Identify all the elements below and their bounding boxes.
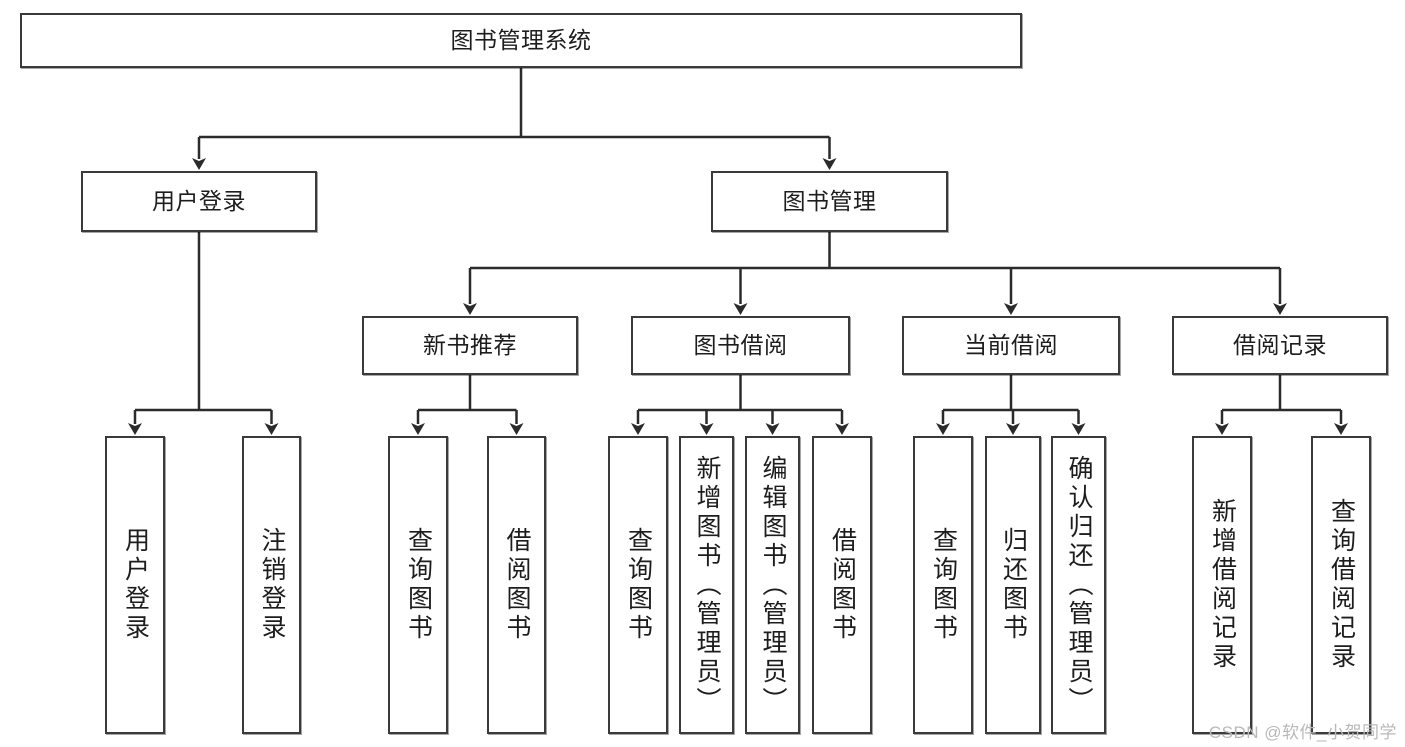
node-book-borrow[interactable]: 图书借阅 <box>631 316 850 375</box>
leaf-query-borrow-record[interactable]: 查询借阅记录 <box>1311 436 1371 734</box>
connector-lines <box>128 68 1348 435</box>
leaf-add-borrow-record[interactable]: 新增借阅记录 <box>1192 436 1252 734</box>
node-user-login[interactable]: 用户登录 <box>81 171 317 232</box>
leaf-add-book-label: 新增图书（管理员） <box>693 454 721 716</box>
leaf-edit-book[interactable]: 编辑图书（管理员） <box>745 436 800 734</box>
leaf-borrow-book-1[interactable]: 借阅图书 <box>487 436 546 734</box>
leaf-query-book-2-label: 查询图书 <box>624 527 653 643</box>
node-borrow-record-label: 借阅记录 <box>1233 332 1327 359</box>
leaf-query-book-2[interactable]: 查询图书 <box>608 436 668 734</box>
node-book-management-label: 图书管理 <box>782 188 877 215</box>
leaf-confirm-return-label: 确认归还（管理员） <box>1065 454 1093 716</box>
leaf-user-login-label: 用户登录 <box>121 527 150 643</box>
leaf-edit-book-label: 编辑图书（管理员） <box>759 454 787 716</box>
leaf-query-book-3-label: 查询图书 <box>929 527 958 643</box>
node-user-login-label: 用户登录 <box>152 188 246 215</box>
leaf-user-logout-label: 注销登录 <box>258 527 286 643</box>
node-book-borrow-label: 图书借阅 <box>693 332 788 359</box>
node-root-label: 图书管理系统 <box>450 27 592 54</box>
leaf-add-book[interactable]: 新增图书（管理员） <box>679 436 734 734</box>
node-new-book-recommend[interactable]: 新书推荐 <box>362 316 578 375</box>
leaf-user-login[interactable]: 用户登录 <box>105 436 165 734</box>
leaf-borrow-book-2-label: 借阅图书 <box>828 527 857 643</box>
node-book-management[interactable]: 图书管理 <box>711 171 948 232</box>
node-new-book-recommend-label: 新书推荐 <box>423 332 517 359</box>
leaf-return-book[interactable]: 归还图书 <box>985 436 1041 734</box>
leaf-borrow-book-1-label: 借阅图书 <box>503 527 531 643</box>
leaf-query-book-3[interactable]: 查询图书 <box>913 436 973 734</box>
node-current-borrow[interactable]: 当前借阅 <box>902 316 1120 375</box>
leaf-query-borrow-record-label: 查询借阅记录 <box>1327 498 1356 672</box>
watermark: CSDN @软件_小贺同学 <box>1208 723 1397 742</box>
node-current-borrow-label: 当前借阅 <box>964 332 1058 359</box>
leaf-user-logout[interactable]: 注销登录 <box>242 436 301 734</box>
leaf-query-book-1[interactable]: 查询图书 <box>388 436 448 734</box>
leaf-borrow-book-2[interactable]: 借阅图书 <box>812 436 872 734</box>
node-root[interactable]: 图书管理系统 <box>20 13 1022 68</box>
leaf-query-book-1-label: 查询图书 <box>404 527 433 643</box>
leaf-confirm-return[interactable]: 确认归还（管理员） <box>1051 436 1106 734</box>
node-borrow-record[interactable]: 借阅记录 <box>1172 316 1388 375</box>
leaf-add-borrow-record-label: 新增借阅记录 <box>1208 498 1237 672</box>
leaf-return-book-label: 归还图书 <box>999 527 1028 643</box>
